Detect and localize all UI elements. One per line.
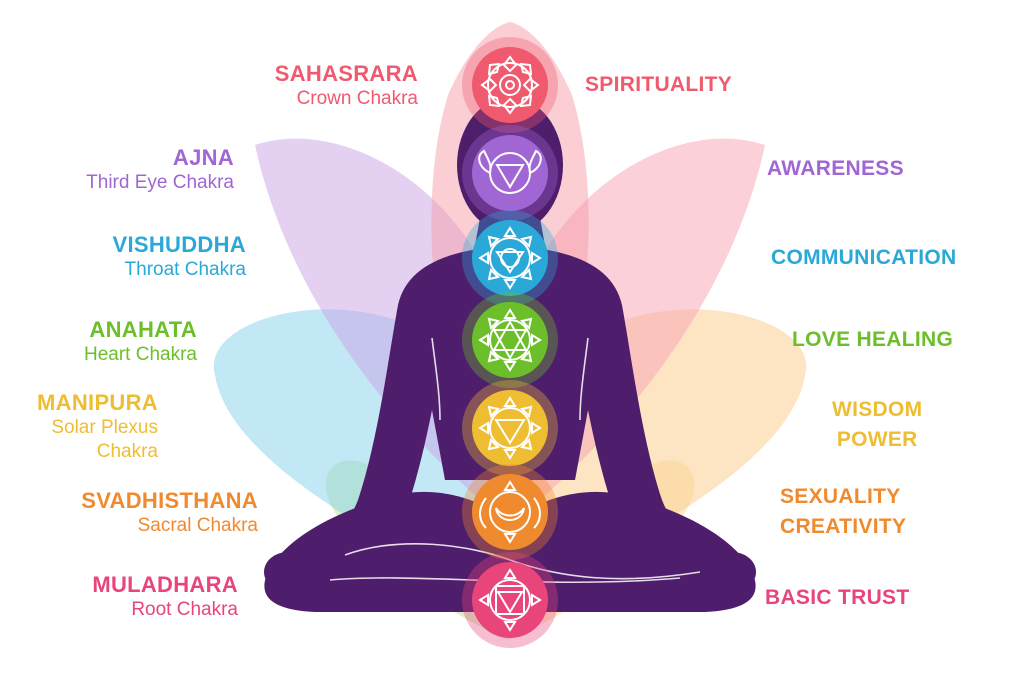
chakra-subtitle-line-1: Solar Plexus (51, 417, 158, 439)
chakra-name: SAHASRARA (274, 61, 418, 86)
benefit-label-basic-trust: BASIC TRUST (765, 586, 909, 610)
benefit-label-spirituality: SPIRITUALITY (585, 73, 732, 97)
chakra-subtitle: Third Eye Chakra (86, 172, 234, 194)
benefit-label-wisdom-power: WISDOM POWER (832, 398, 922, 452)
benefit-text: LOVE HEALING (792, 328, 954, 351)
chakra-name: VISHUDDHA (112, 232, 246, 257)
benefit-label-awareness: AWARENESS (767, 157, 904, 181)
solar-plexus-icon (462, 380, 558, 476)
chakra-label-ajna: AJNA Third Eye Chakra (86, 145, 234, 194)
benefit-label-sexuality-creativity: SEXUALITY CREATIVITY (780, 485, 906, 539)
third-eye-icon (462, 125, 558, 221)
chakra-subtitle: Crown Chakra (296, 88, 418, 110)
chakra-label-svadhisthana: SVADHISTHANA Sacral Chakra (81, 488, 258, 537)
chakra-subtitle: Root Chakra (131, 599, 238, 621)
root-square-icon (462, 552, 558, 648)
benefit-text: COMMUNICATION (771, 246, 957, 269)
throat-icon (462, 210, 558, 306)
chakra-label-manipura: MANIPURA Solar Plexus Chakra (37, 390, 158, 463)
chakra-subtitle: Sacral Chakra (137, 515, 258, 537)
chakra-label-sahasrara: SAHASRARA Crown Chakra (275, 61, 418, 110)
sacral-crescent-icon (462, 464, 558, 560)
chakra-name: SVADHISTHANA (81, 488, 258, 513)
benefit-text-line-2: CREATIVITY (780, 515, 907, 539)
benefit-text: AWARENESS (767, 157, 904, 180)
chakra-name: AJNA (172, 145, 234, 170)
chakra-label-anahata: ANAHATA Heart Chakra (84, 317, 197, 366)
heart-star-icon (462, 292, 558, 388)
chakra-label-muladhara: MULADHARA Root Chakra (92, 572, 238, 621)
chakra-label-vishuddha: VISHUDDHA Throat Chakra (113, 232, 247, 281)
chakra-name: MANIPURA (37, 390, 158, 415)
benefit-text-line-2: POWER (836, 428, 918, 452)
benefit-text: SPIRITUALITY (585, 73, 733, 96)
benefit-text-line-1: WISDOM (832, 398, 923, 421)
chakra-circles (462, 37, 558, 648)
chakra-name: MULADHARA (92, 572, 238, 597)
benefit-label-communication: COMMUNICATION (771, 246, 957, 270)
chakra-subtitle: Throat Chakra (124, 259, 246, 281)
chakra-subtitle: Heart Chakra (84, 344, 197, 366)
benefit-text-line-1: SEXUALITY (780, 485, 901, 508)
benefit-label-love-healing: LOVE HEALING (792, 328, 953, 352)
benefit-text: BASIC TRUST (765, 586, 910, 609)
chakra-subtitle-line-2: Chakra (96, 441, 158, 463)
chakra-name: ANAHATA (89, 317, 197, 342)
crown-lotus-icon (462, 37, 558, 133)
